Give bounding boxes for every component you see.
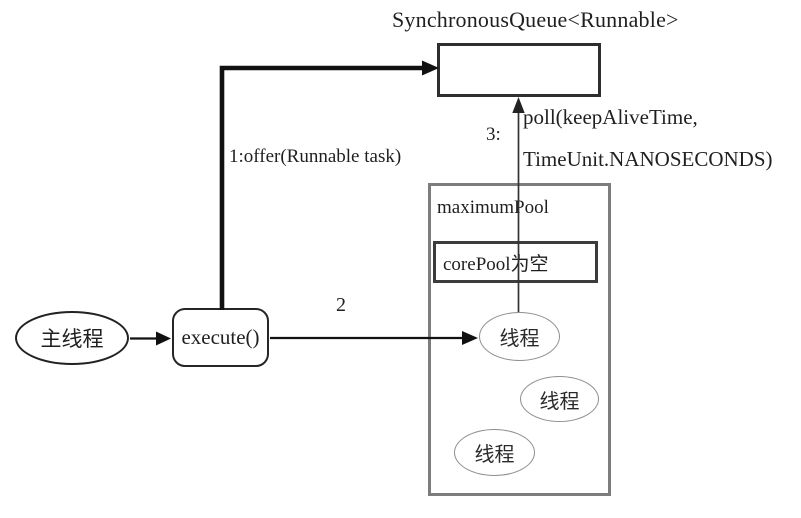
maximum-pool-label: maximumPool (437, 197, 549, 218)
maximum-pool-box (428, 183, 611, 496)
thread-ellipse-1: 线程 (479, 312, 560, 361)
thread-ellipse-2: 线程 (520, 376, 599, 422)
edge-main-to-execute-arrow (130, 331, 171, 346)
execute-box: execute() (172, 308, 269, 367)
edge-label-offer: 1:offer(Runnable task) (229, 146, 402, 167)
synchronous-queue-box (437, 43, 601, 97)
edge-offer-arrow (219, 60, 439, 310)
thread-ellipse-3-label: 线程 (474, 444, 515, 466)
main-thread-ellipse: 主线程 (15, 311, 129, 365)
thread-ellipse-3: 线程 (454, 429, 535, 476)
edge-label-poll-line2: TimeUnit.NANOSECONDS) (523, 147, 773, 171)
main-thread-label: 主线程 (40, 327, 104, 351)
execute-label: execute() (181, 325, 260, 349)
edge-label-step2: 2 (336, 294, 346, 316)
edge-label-step3: 3: (486, 124, 501, 145)
queue-title: SynchronousQueue<Runnable> (392, 7, 679, 32)
core-pool-label: corePool为空 (443, 254, 549, 275)
core-pool-box (433, 241, 598, 283)
thread-ellipse-2-label: 线程 (539, 390, 580, 413)
edge-label-poll-line1: poll(keepAliveTime, (523, 105, 698, 129)
thread-ellipse-1-label: 线程 (499, 328, 540, 350)
